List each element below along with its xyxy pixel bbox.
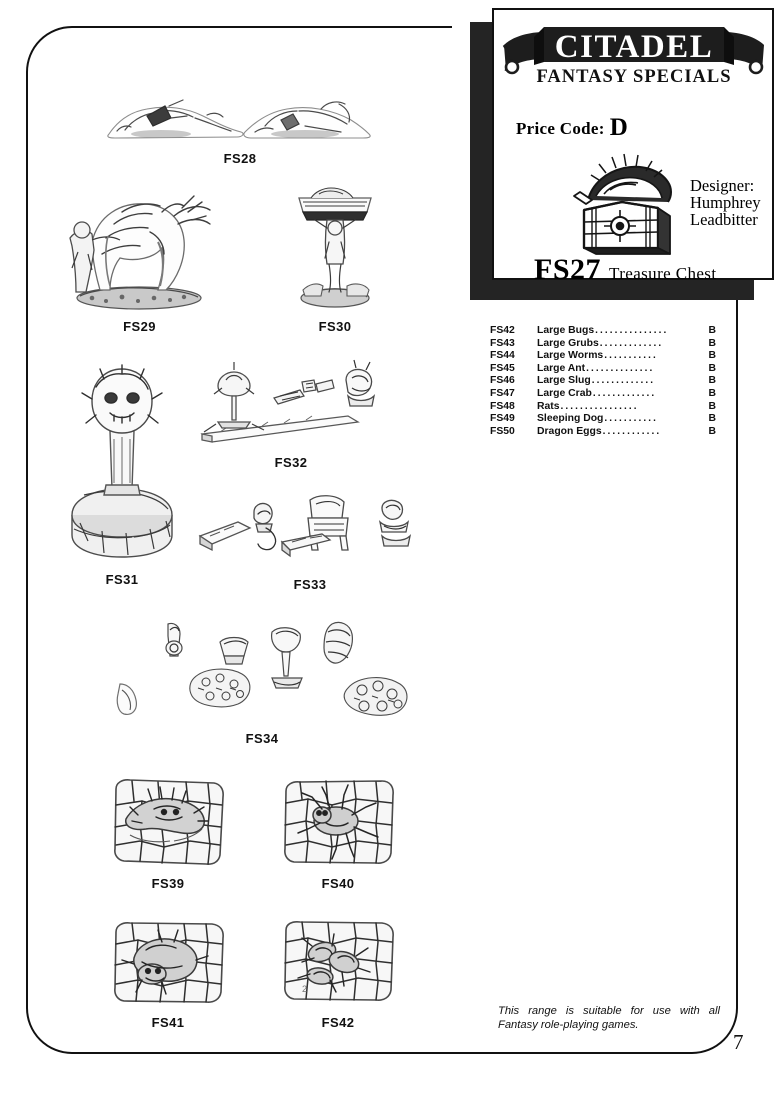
price-row-sku: FS43 bbox=[490, 337, 515, 349]
treasure-chest-icon bbox=[566, 150, 682, 268]
base-mark: 2 bbox=[302, 984, 307, 994]
banner-subtitle: FANTASY SPECIALS bbox=[536, 67, 731, 87]
price-list: FS42 Large Bugs ............... B FS43 L… bbox=[490, 325, 716, 438]
featured-product-code: FS27 bbox=[534, 253, 602, 286]
figure-fs30: FS30 bbox=[285, 172, 385, 334]
price-row-sku: FS50 bbox=[490, 425, 515, 437]
figure-fs33: FS33 bbox=[190, 492, 430, 592]
price-list-row: FS44 Large Worms ........... B bbox=[490, 350, 716, 363]
figure-fs32: FS32 bbox=[196, 358, 386, 470]
info-box: CITADEL FANTASY SPECIALS Price Code:D bbox=[492, 8, 776, 286]
price-list-row: FS42 Large Bugs ............... B bbox=[490, 325, 716, 338]
page-border-frame bbox=[26, 26, 738, 1054]
figure-fs29-photo bbox=[62, 172, 217, 317]
price-row-dots: .............. bbox=[586, 362, 655, 374]
price-row-name: Rats bbox=[537, 400, 560, 412]
figure-fs34-caption: FS34 bbox=[245, 731, 279, 746]
price-row-dots: ................ bbox=[560, 400, 639, 412]
citadel-wordmark: CITADEL bbox=[555, 29, 713, 65]
figure-fs32-caption: FS32 bbox=[274, 455, 308, 470]
price-row-sku: FS48 bbox=[490, 400, 515, 412]
price-row-name: Large Slug bbox=[537, 375, 591, 387]
designer-credit: Designer: Humphrey Leadbitter bbox=[690, 176, 776, 229]
price-row-dots: ............. bbox=[591, 375, 656, 387]
price-row-dots: ............... bbox=[595, 325, 669, 336]
figure-fs34: FS34 bbox=[112, 618, 412, 746]
price-row-code: B bbox=[708, 362, 716, 374]
price-row-sku: FS42 bbox=[490, 325, 515, 336]
price-row-dots: ............. bbox=[592, 387, 657, 399]
footer-note: This range is suitable for use with all … bbox=[498, 1005, 720, 1031]
figure-fs42: 2 FS42 bbox=[278, 918, 398, 1030]
figure-fs29: FS29 bbox=[62, 172, 217, 334]
figure-fs33-caption: FS33 bbox=[293, 577, 327, 592]
price-row-code: B bbox=[708, 425, 716, 437]
figure-fs28-photo bbox=[95, 82, 385, 149]
price-row-code: B bbox=[708, 375, 716, 387]
figure-fs41-caption: FS41 bbox=[151, 1015, 185, 1030]
designer-name-line2: Leadbitter bbox=[690, 209, 758, 229]
figure-fs39-photo bbox=[108, 775, 228, 874]
figure-fs31-caption: FS31 bbox=[105, 572, 139, 587]
price-row-sku: FS49 bbox=[490, 413, 515, 425]
figure-fs32-photo bbox=[196, 358, 386, 451]
price-row-code: B bbox=[708, 337, 716, 349]
figure-fs31: FS31 bbox=[62, 364, 182, 587]
price-row-dots: ........... bbox=[604, 350, 658, 362]
figure-fs41-photo bbox=[108, 918, 228, 1013]
figure-fs40: FS40 bbox=[278, 775, 398, 891]
price-list-row: FS43 Large Grubs ............. B bbox=[490, 338, 716, 351]
price-code-label: Price Code: bbox=[516, 119, 605, 138]
price-row-name: Large Bugs bbox=[537, 325, 595, 336]
price-row-dots: ........... bbox=[604, 413, 659, 425]
price-list-row: FS47 Large Crab ............. B bbox=[490, 388, 716, 401]
price-code: Price Code:D bbox=[516, 114, 628, 142]
figure-fs28-caption: FS28 bbox=[223, 151, 257, 166]
price-row-name: Large Grubs bbox=[537, 337, 599, 349]
price-row-sku: FS45 bbox=[490, 362, 515, 374]
figure-fs30-photo bbox=[285, 172, 385, 317]
featured-product-name: Treasure Chest bbox=[609, 264, 717, 283]
figure-fs40-caption: FS40 bbox=[321, 876, 355, 891]
featured-product: FS27 Treasure Chest bbox=[534, 253, 716, 287]
price-row-name: Sleeping Dog bbox=[537, 413, 604, 425]
price-list-row: FS48 Rats ................ B bbox=[490, 401, 716, 414]
price-row-code: B bbox=[708, 400, 716, 412]
price-row-code: B bbox=[708, 387, 716, 399]
price-row-dots: ............. bbox=[599, 337, 664, 349]
figure-fs34-photo bbox=[112, 618, 412, 729]
price-list-row: FS50 Dragon Eggs ............ B bbox=[490, 426, 716, 439]
figure-fs40-photo bbox=[278, 775, 398, 874]
figure-fs39: FS39 bbox=[108, 775, 228, 891]
figure-fs33-photo bbox=[190, 492, 430, 575]
price-row-dots: ............ bbox=[602, 425, 662, 437]
figure-fs41: FS41 bbox=[108, 918, 228, 1030]
price-row-code: B bbox=[708, 413, 716, 425]
price-list-row: FS46 Large Slug ............. B bbox=[490, 375, 716, 388]
price-list-row: FS45 Large Ant .............. B bbox=[490, 363, 716, 376]
figure-fs42-caption: FS42 bbox=[321, 1015, 355, 1030]
price-row-code: B bbox=[708, 325, 716, 336]
price-row-sku: FS46 bbox=[490, 375, 515, 387]
designer-label: Designer: bbox=[690, 176, 755, 195]
figure-fs31-photo bbox=[62, 364, 182, 570]
figure-fs39-caption: FS39 bbox=[151, 876, 185, 891]
price-row-name: Large Ant bbox=[537, 362, 586, 374]
figure-fs29-caption: FS29 bbox=[123, 319, 156, 334]
figure-fs30-caption: FS30 bbox=[318, 319, 352, 334]
price-row-code: B bbox=[708, 350, 716, 362]
price-row-sku: FS47 bbox=[490, 387, 515, 399]
figure-fs28: FS28 bbox=[95, 82, 385, 166]
figure-fs42-photo: 2 bbox=[278, 918, 398, 1013]
price-code-value: D bbox=[609, 114, 629, 141]
price-row-name: Dragon Eggs bbox=[537, 425, 602, 437]
page-number: 7 bbox=[733, 1030, 744, 1054]
price-list-row: FS49 Sleeping Dog ........... B bbox=[490, 413, 716, 426]
citadel-banner: CITADEL FANTASY SPECIALS bbox=[500, 15, 768, 87]
designer-name-line1: Humphrey bbox=[690, 192, 761, 212]
price-row-name: Large Crab bbox=[537, 387, 592, 399]
price-row-name: Large Worms bbox=[537, 350, 604, 362]
price-row-sku: FS44 bbox=[490, 350, 515, 362]
